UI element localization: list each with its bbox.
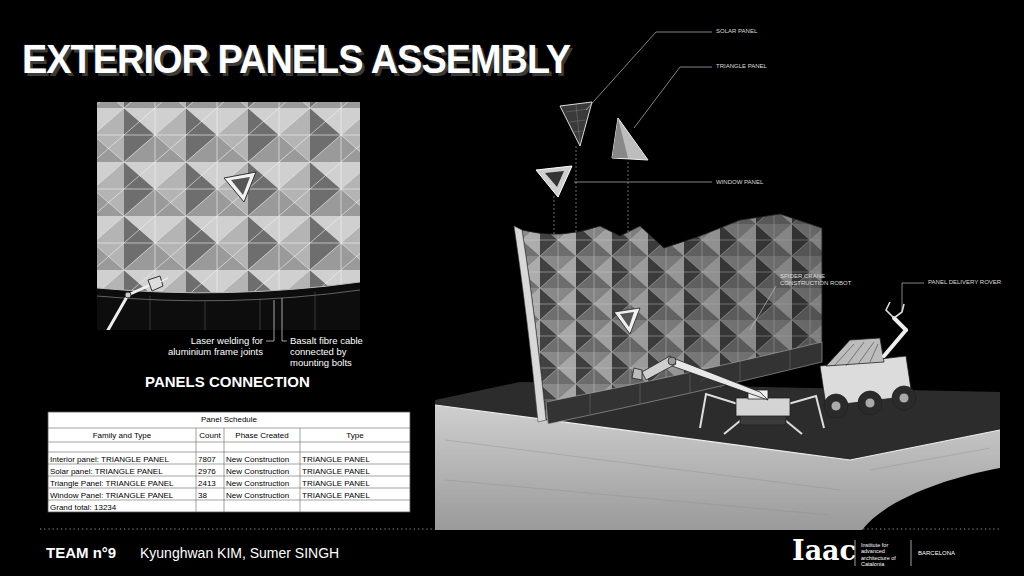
part-label: SOLAR PANEL xyxy=(716,28,806,35)
table-cell: TRIANGLE PANEL xyxy=(302,491,408,500)
table-cell: New Construction xyxy=(226,491,300,500)
table-cell: 2976 xyxy=(198,467,224,476)
table-cell: Interior panel: TRIANGLE PANEL xyxy=(50,455,194,464)
table-cell: 2413 xyxy=(198,479,224,488)
table-cell: Grand total: 13234 xyxy=(50,503,194,512)
table-cell: New Construction xyxy=(226,479,300,488)
table-cell: TRIANGLE PANEL xyxy=(302,455,408,464)
part-label: TRIANGLE PANEL xyxy=(716,63,806,70)
table-title: Panel Schedule xyxy=(48,415,410,424)
table-cell: New Construction xyxy=(226,467,300,476)
logo-text: Institute for advanced architecture of C… xyxy=(861,542,905,567)
logo-mark: Iaac xyxy=(792,535,854,566)
table-cell: TRIANGLE PANEL xyxy=(302,467,408,476)
table-cell: Triangle Panel: TRIANGLE PANEL xyxy=(50,479,194,488)
callout-label: Laser welding for aluminium frame joints xyxy=(145,336,263,358)
callout-label: Basalt fibre cable connected by mounting… xyxy=(290,336,380,369)
table-cell: New Construction xyxy=(226,455,300,464)
team-number: TEAM n°9 xyxy=(46,544,136,561)
table-cell: 7807 xyxy=(198,455,224,464)
table-cell: Window Panel: TRIANGLE PANEL xyxy=(50,491,194,500)
logo-city: BARCELONA xyxy=(918,550,988,557)
slide-title: EXTERIOR PANELS ASSEMBLY xyxy=(22,36,570,82)
table-cell: Solar panel: TRIANGLE PANEL xyxy=(50,467,194,476)
table-header: Family and Type xyxy=(48,431,196,440)
table-header: Type xyxy=(300,431,410,440)
section-heading: PANELS CONNECTION xyxy=(145,373,365,390)
table-header: Count xyxy=(196,431,224,440)
part-label: SPIDER CRANE CONSTRUCTION ROBOT xyxy=(780,273,852,287)
author-names: Kyunghwan KIM, Sumer SINGH xyxy=(140,545,400,561)
part-label: PANEL DELIVERY ROVER xyxy=(928,279,1018,286)
table-cell: TRIANGLE PANEL xyxy=(302,479,408,488)
part-label: WINDOW PANEL xyxy=(716,179,806,186)
table-header: Phase Created xyxy=(224,431,300,440)
table-cell: 38 xyxy=(198,491,224,500)
